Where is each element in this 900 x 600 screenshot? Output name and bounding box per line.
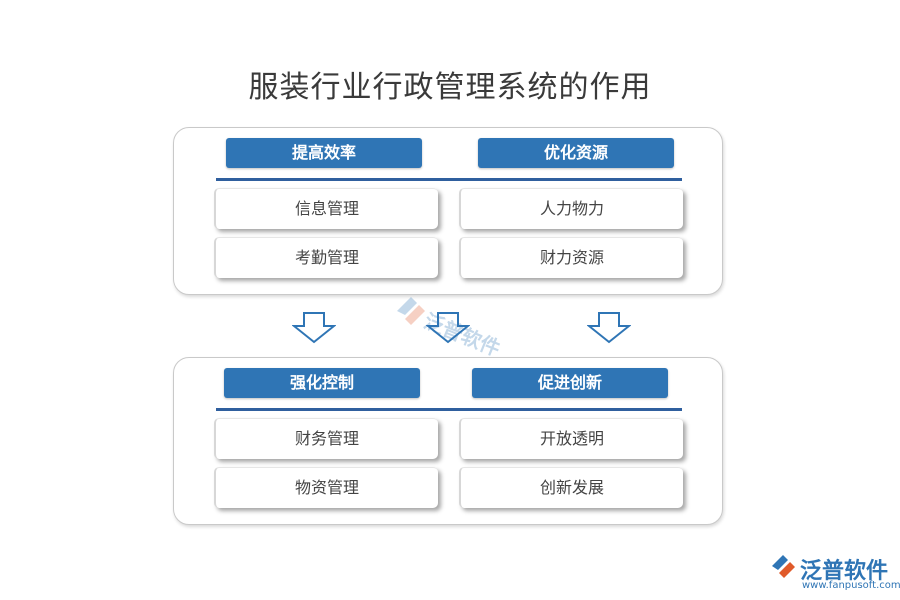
brand-logo: 泛普软件 www.fanpusoft.com bbox=[770, 550, 900, 595]
item-open-transparent: 开放透明 bbox=[459, 418, 683, 459]
bottom-panel: 强化控制 促进创新 财务管理 开放透明 物资管理 创新发展 bbox=[173, 357, 723, 525]
brand-url: www.fanpusoft.com bbox=[802, 580, 900, 591]
header-strengthen-control: 强化控制 bbox=[224, 368, 420, 398]
page-title: 服装行业行政管理系统的作用 bbox=[248, 70, 652, 105]
bottom-divider bbox=[216, 408, 682, 411]
brand-name: 泛普软件 bbox=[800, 559, 889, 584]
item-innovative-development: 创新发展 bbox=[459, 467, 683, 508]
fanpu-logo-icon bbox=[772, 555, 795, 578]
header-promote-innovation: 促进创新 bbox=[472, 368, 668, 398]
fanpu-logo-icon bbox=[397, 297, 425, 325]
item-info-management: 信息管理 bbox=[214, 188, 438, 229]
header-improve-efficiency: 提高效率 bbox=[226, 138, 422, 168]
item-financial-resources: 财力资源 bbox=[459, 237, 683, 278]
watermark: 泛普软件 bbox=[393, 293, 504, 361]
header-optimize-resources: 优化资源 bbox=[478, 138, 674, 168]
down-arrow-icon bbox=[292, 312, 336, 344]
item-material-management: 物资管理 bbox=[214, 467, 438, 508]
item-attendance-management: 考勤管理 bbox=[214, 237, 438, 278]
down-arrow-icon bbox=[426, 312, 470, 344]
item-finance-management: 财务管理 bbox=[214, 418, 438, 459]
top-panel: 提高效率 优化资源 信息管理 人力物力 考勤管理 财力资源 bbox=[173, 127, 723, 295]
item-human-material: 人力物力 bbox=[459, 188, 683, 229]
down-arrow-icon bbox=[587, 312, 631, 344]
top-divider bbox=[216, 178, 682, 181]
